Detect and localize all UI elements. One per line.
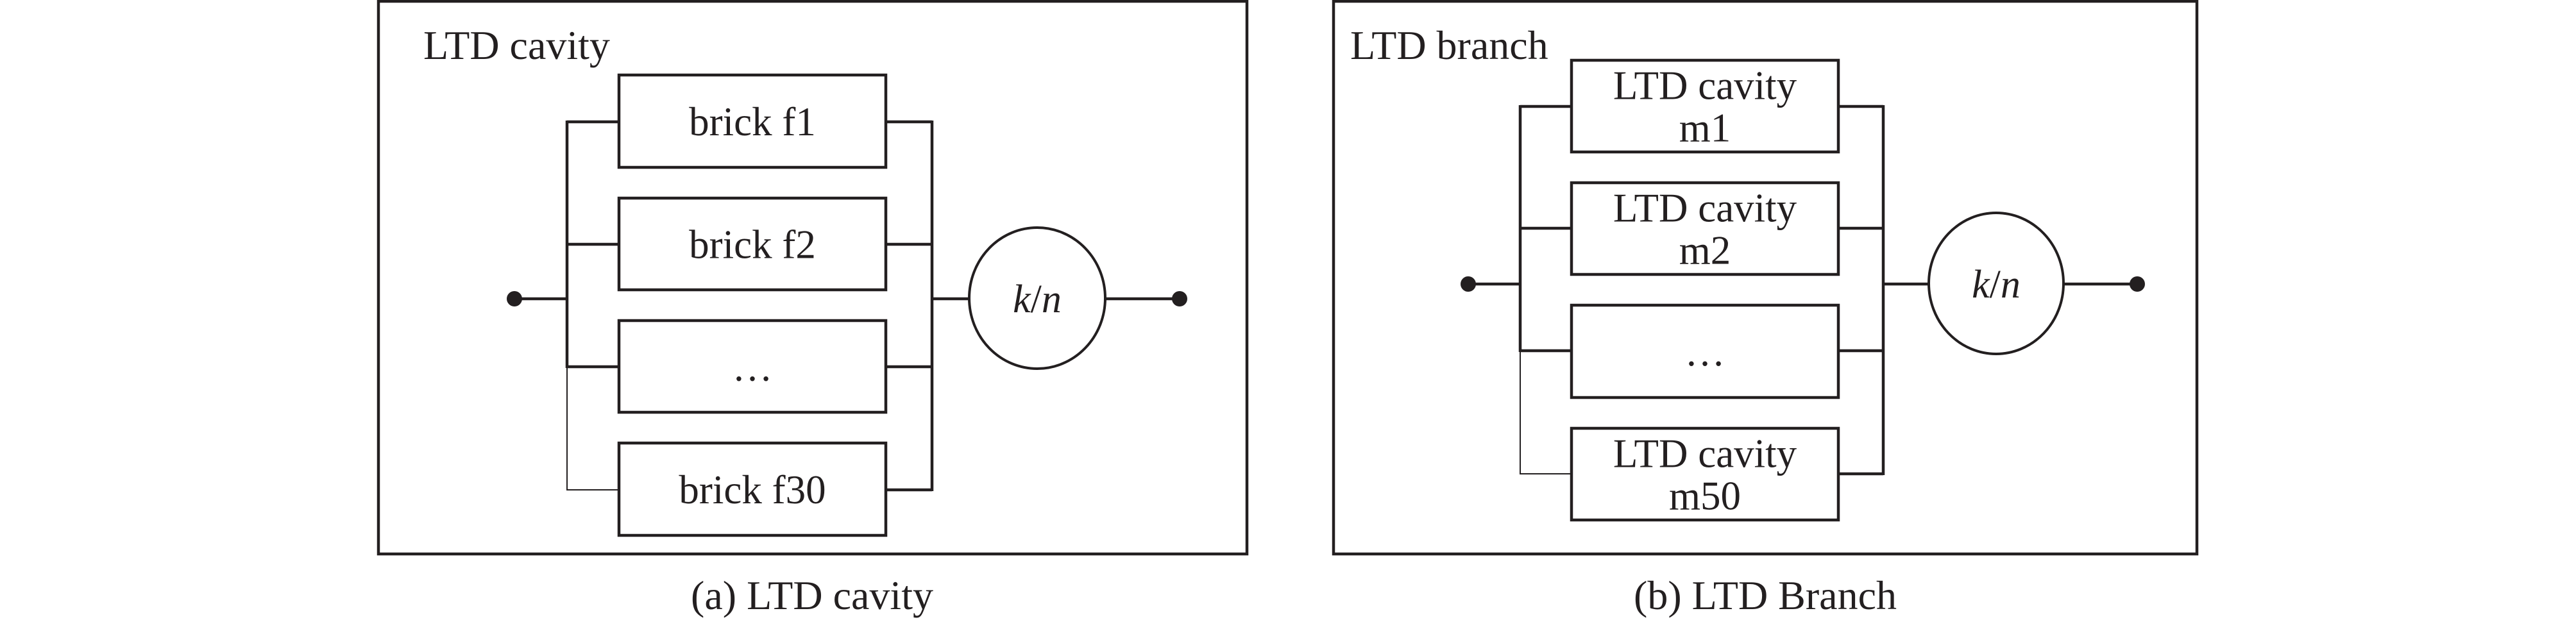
panel-a-block-1 xyxy=(617,73,888,169)
panel-b-block-4 xyxy=(1570,426,1840,522)
panel-a-n-symbol: n xyxy=(1042,278,1062,321)
panel-b-k-symbol: k xyxy=(1972,263,1990,306)
panel-b-frame xyxy=(1332,0,2199,556)
panel-a-frame xyxy=(377,0,1249,556)
panel-a-block-1-label: brick f1 xyxy=(689,99,816,144)
panel-b-slash: / xyxy=(1990,263,2001,306)
panel-a-parallel-network: brick f1 brick f2 … brick f30 k/n xyxy=(507,73,1187,537)
panel-a-k-of-n-label: k/n xyxy=(1013,278,1062,321)
panel-a-input-terminal-icon xyxy=(507,291,522,306)
panel-b-block-2-label: m2 xyxy=(1679,228,1731,273)
panel-a-output-terminal-icon xyxy=(1172,291,1187,306)
panel-b-input-terminal-icon xyxy=(1461,276,1476,292)
panel-a: LTD cavity brick f1 brick f2 … brick f30 k/n… xyxy=(377,0,1249,618)
panel-b-block-4-label: m50 xyxy=(1669,474,1741,519)
panel-a-block-2 xyxy=(617,196,888,292)
panel-b-block-3 xyxy=(1570,303,1840,399)
panel-b-block-3-label: … xyxy=(1685,330,1725,374)
panel-a-k-symbol: k xyxy=(1013,278,1031,321)
panel-b-block-4-label: LTD cavity xyxy=(1613,431,1797,476)
panel-a-block-4 xyxy=(617,441,888,537)
panel-a-block-4-label: brick f30 xyxy=(679,467,826,512)
panel-b-k-of-n-label: k/n xyxy=(1972,263,2021,306)
panel-b-n-symbol: n xyxy=(2001,263,2021,306)
panel-b-caption: (b) LTD Branch xyxy=(1634,573,1897,618)
panel-a-slash: / xyxy=(1031,278,1042,321)
panel-a-block-3 xyxy=(617,319,888,414)
panel-b-block-1-label: LTD cavity xyxy=(1613,63,1797,108)
panel-a-title: LTD cavity xyxy=(423,22,610,68)
panel-a-block-3-label: … xyxy=(733,345,773,390)
panel-b-block-1-label: m1 xyxy=(1679,106,1731,151)
panel-b-block-2 xyxy=(1570,181,1840,276)
panel-b-block-1 xyxy=(1570,58,1840,154)
panel-b-block-2-label: LTD cavity xyxy=(1613,186,1797,231)
panel-b-title: LTD branch xyxy=(1350,22,1548,68)
panel-b-output-terminal-icon xyxy=(2130,276,2145,292)
panel-a-caption: (a) LTD cavity xyxy=(691,573,933,618)
panel-a-block-2-label: brick f2 xyxy=(689,222,816,267)
